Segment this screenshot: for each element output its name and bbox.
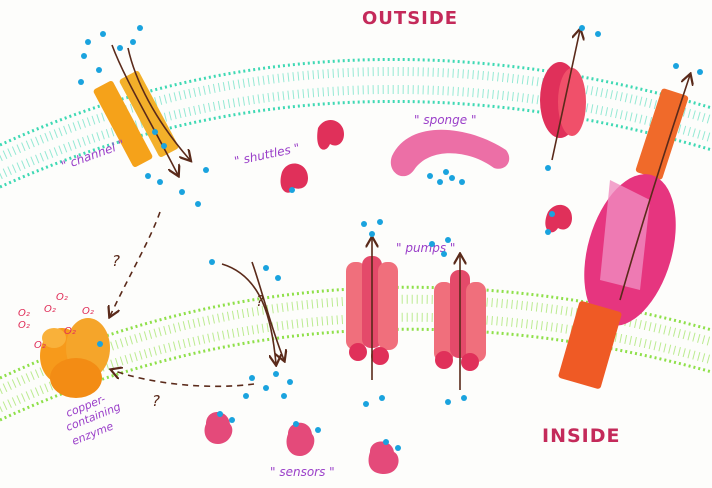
inside-label: INSIDE	[542, 425, 620, 447]
large-transporter	[549, 63, 703, 389]
inner-copper-ions	[209, 259, 293, 399]
sensor-copper-ions	[217, 411, 401, 451]
pump-copper-ions	[361, 219, 467, 407]
copper-enzyme	[40, 318, 110, 398]
oxygen-2: O₂	[44, 304, 56, 315]
pump-left	[346, 238, 398, 380]
enzyme-label: copper- containing enzyme	[64, 392, 123, 448]
sensor-proteins	[204, 412, 399, 474]
dashed-pathways	[110, 211, 255, 388]
oxygen-1: O₂	[56, 292, 68, 303]
question-mark-1: ?	[112, 252, 120, 270]
shuttle-copper-ions	[289, 187, 551, 235]
pump-right	[434, 255, 486, 390]
oxygen-3: O₂	[82, 306, 94, 317]
oxygen-5: O₂	[64, 326, 76, 337]
oxygen-labels: O₂ O₂ O₂ O₂ O₂ O₂ O₂	[18, 292, 94, 351]
copper-ions-outside-left	[78, 25, 209, 207]
question-mark-3: ?	[152, 392, 160, 410]
oxygen-7: O₂	[18, 308, 30, 319]
sensors-label: " sensors "	[270, 465, 335, 479]
question-mark-2: ?	[256, 292, 264, 310]
inner-membrane	[0, 285, 712, 422]
outside-label: OUTSIDE	[362, 8, 458, 29]
outer-membrane	[0, 57, 712, 189]
sponge-label: " sponge "	[414, 113, 476, 127]
oxygen-6: O₂	[34, 340, 46, 351]
sponge-protein	[390, 129, 510, 185]
inner-flow-arrows	[221, 261, 284, 364]
channel-protein	[93, 44, 190, 175]
pumps-label: " pumps "	[396, 241, 455, 255]
channel-label: " channel "	[59, 137, 126, 173]
oxygen-4: O₂	[18, 320, 30, 331]
outer-transporter	[540, 25, 601, 171]
